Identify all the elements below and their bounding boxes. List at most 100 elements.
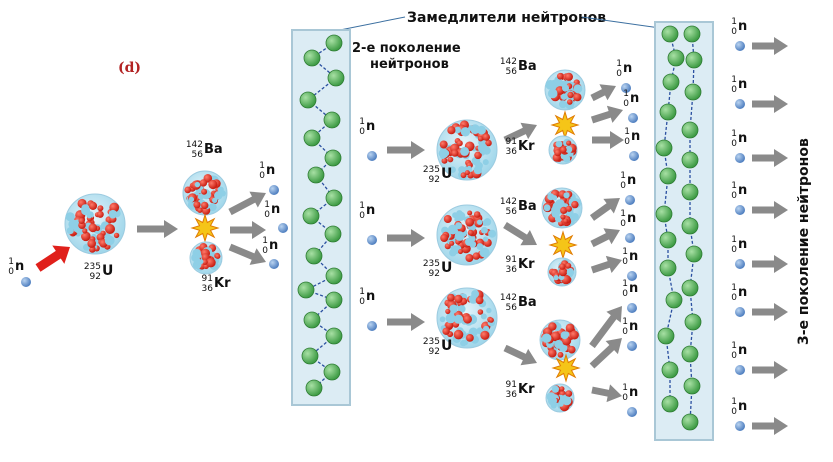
proton [474, 151, 482, 160]
arrow-u1-to-products [137, 220, 178, 238]
proton [201, 188, 208, 195]
gen3-pre-neutron-label-8-symbol: n [629, 319, 638, 334]
proton [458, 249, 463, 255]
moderator-atom [681, 121, 699, 139]
arrow-gen3-out-8 [752, 417, 788, 435]
nucleon-neutron [466, 165, 472, 171]
barium-label-1-charge: 56 [192, 150, 204, 160]
arrow-gen3-out-7 [752, 361, 788, 379]
barium-label-1-symbol: Ba [204, 142, 223, 157]
arrow-gen3-pre-7 [589, 305, 622, 349]
incoming-arrow [35, 245, 70, 272]
moderator-atom [657, 327, 675, 345]
moderator-panel-1 [291, 29, 351, 406]
gen2-neutron-label-1-mass: 1 [359, 117, 365, 127]
nucleon-neutron [480, 313, 487, 320]
nucleon-neutron [454, 231, 465, 241]
proton [473, 211, 481, 218]
nucleon-neutron [551, 195, 558, 201]
barium-nucleus-4 [539, 319, 581, 361]
uranium-label-1-charge: 92 [90, 272, 101, 282]
gen1-neutron-3 [269, 259, 279, 269]
krypton-label-1-mass: 91 [202, 274, 213, 284]
moderator-atom [325, 34, 343, 52]
moderator-atom [299, 91, 317, 109]
uranium-label-3-mass: 235 [423, 259, 440, 269]
proton [567, 91, 574, 99]
krypton-label-2-mass: 91 [506, 137, 517, 147]
barium-label-3-charge: 56 [506, 207, 518, 217]
nucleon-neutron [452, 212, 458, 219]
nucleon-neutron [565, 146, 573, 153]
uranium-label-2-mass: 235 [423, 165, 440, 175]
gen3-pre-neutron-9 [627, 407, 637, 417]
gen1-neutron-label-3-mass: 1 [262, 236, 268, 246]
fission-flash-2 [550, 110, 580, 140]
gen3-pre-neutron-label-2-charge: 0 [623, 99, 629, 109]
arrow-gen3-pre-9-shape [591, 384, 622, 403]
moderator-atom [661, 361, 679, 379]
arrow-gen3-out-7-shape [752, 361, 788, 379]
arrow-gen3-out-3 [752, 149, 788, 167]
arrow-u-to-products-2 [503, 222, 537, 246]
moderator-atom [681, 217, 699, 235]
arrow-gen3-out-8-shape [752, 417, 788, 435]
arrow-gen3-out-2-shape [752, 95, 788, 113]
gen2-neutron-label-2-mass: 1 [359, 201, 365, 211]
proton [439, 140, 448, 149]
gen3-neutron-label-2-symbol: n [738, 77, 747, 92]
proton [208, 179, 218, 189]
moderator-atom [685, 51, 703, 69]
nucleon-neutron [194, 181, 201, 188]
proton [557, 73, 564, 80]
proton [565, 390, 573, 397]
proton [475, 296, 484, 305]
gen3-neutron-label-2-charge: 0 [731, 85, 737, 95]
moderator-atom [681, 413, 699, 431]
nucleon-neutron [453, 314, 464, 324]
uranium-nucleus-4 [436, 287, 498, 349]
gen1-neutron-label-2-mass: 1 [264, 200, 270, 210]
nucleon-neutron [562, 80, 568, 86]
proton [567, 99, 573, 105]
proton [488, 317, 494, 323]
barium-label-2-charge: 56 [506, 67, 518, 77]
nucleon-neutron [439, 316, 446, 323]
gen2-neutron-label-2-charge: 0 [359, 211, 365, 221]
proton [560, 214, 566, 220]
proton [466, 334, 474, 342]
gen3-pre-neutron-label-7-mass: 1 [622, 279, 628, 289]
nucleon-neutron [440, 153, 446, 159]
moderator-atom [301, 347, 319, 365]
moderator-atom [685, 245, 703, 263]
krypton-label-1-symbol: Kr [214, 276, 231, 291]
gen3-pre-neutron-label-4-mass: 1 [620, 171, 626, 181]
proton [443, 215, 452, 223]
proton [565, 323, 575, 333]
proton [456, 140, 463, 147]
gen3-neutron-label-8-symbol: n [738, 399, 747, 414]
gen3-neutron-1 [735, 41, 745, 51]
arrow-gen1-n2-shape [230, 221, 266, 239]
uranium-label-3-symbol: U [441, 260, 452, 276]
proton [78, 217, 85, 224]
arrow-gen3-out-1-shape [752, 37, 788, 55]
moderator-atom [683, 25, 701, 43]
gen3-pre-neutron-label-8-charge: 0 [622, 327, 628, 337]
arrow-gen3-out-2 [752, 95, 788, 113]
gen3-pre-neutron-5 [625, 233, 635, 243]
moderator-atom [303, 49, 321, 67]
nucleon-neutron [560, 331, 569, 340]
nucleon-neutron [475, 161, 483, 170]
moderators-pointer-right [581, 16, 661, 29]
proton [485, 139, 492, 147]
moderator-atom [661, 25, 679, 43]
arrow-gen3-pre-8 [589, 337, 623, 369]
barium-label-3-symbol: Ba [518, 199, 537, 214]
proton [565, 205, 573, 212]
